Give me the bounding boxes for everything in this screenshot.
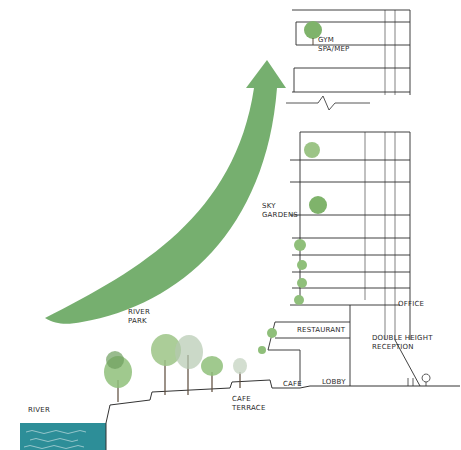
- annotation-label: CAFE: [283, 380, 313, 389]
- tower-top: [286, 10, 410, 110]
- annotation-label: RESTAURANT: [297, 326, 357, 335]
- park-trees: [104, 334, 247, 402]
- annotation-label: CAFE TERRACE: [232, 395, 266, 413]
- ground-line: [106, 380, 460, 423]
- annotation-label: OFFICE: [398, 300, 438, 309]
- annotation-label: GYM SPA/MEP: [318, 36, 356, 54]
- annotation-label: DOUBLE HEIGHT RECEPTION: [372, 334, 434, 352]
- annotation-label: SKY GARDENS: [262, 202, 298, 220]
- river: [20, 423, 106, 450]
- annotation-label: RIVER: [28, 406, 68, 415]
- annotation-label: RIVER PARK: [128, 308, 162, 326]
- figures: [408, 374, 430, 386]
- sky-trees: [258, 21, 327, 354]
- growth-arrow: [45, 60, 286, 324]
- annotation-label: LOBBY: [322, 378, 362, 387]
